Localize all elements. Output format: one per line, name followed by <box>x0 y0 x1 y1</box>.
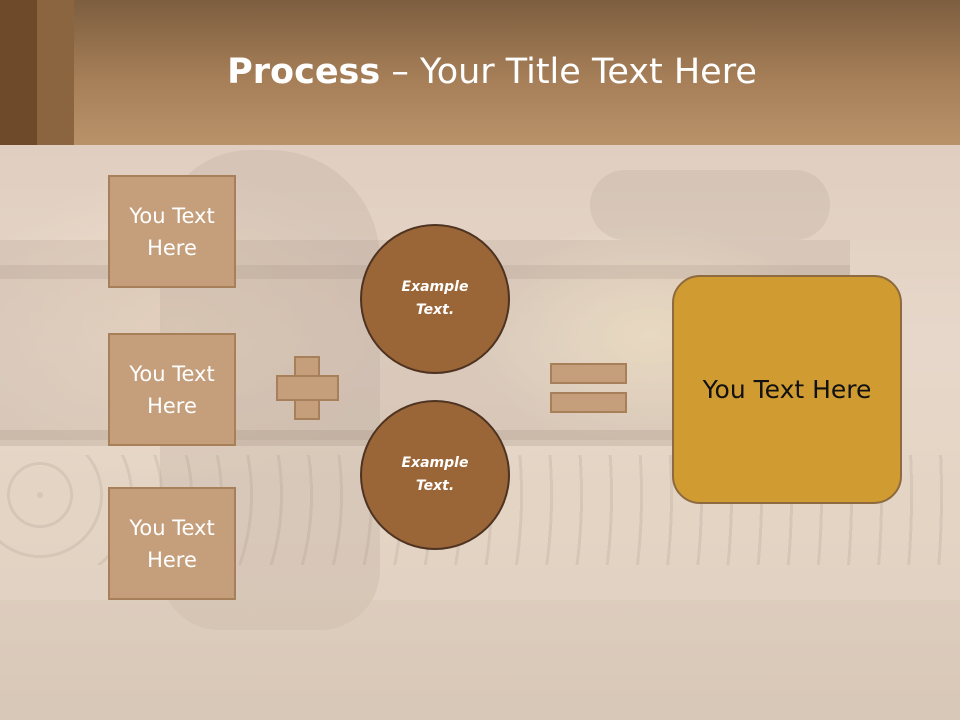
equals-bar-top <box>550 363 627 384</box>
background-leg <box>590 170 830 240</box>
input-box-label: You Text Here <box>129 203 215 260</box>
input-box-3[interactable]: You Text Here <box>108 487 236 600</box>
input-box-1[interactable]: You Text Here <box>108 175 236 288</box>
example-circle-1[interactable]: Example Text. <box>360 224 510 374</box>
result-box[interactable]: You Text Here <box>672 275 902 504</box>
circle-label: Example Text. <box>401 455 469 494</box>
example-circle-2[interactable]: Example Text. <box>360 400 510 550</box>
slide-title[interactable]: Process – Your Title Text Here <box>0 52 960 92</box>
title-bold: Process <box>227 52 381 92</box>
circle-label: Example Text. <box>401 279 469 318</box>
header-bar: Process – Your Title Text Here <box>0 0 960 145</box>
input-box-label: You Text Here <box>129 361 215 418</box>
input-box-2[interactable]: You Text Here <box>108 333 236 446</box>
header-accent-strip <box>0 0 37 145</box>
title-rest: – Your Title Text Here <box>380 52 757 92</box>
plus-sign-center <box>296 377 318 399</box>
header-accent-strip-2 <box>37 0 74 145</box>
background-floor <box>0 600 960 720</box>
result-label: You Text Here <box>702 375 872 404</box>
equals-bar-bottom <box>550 392 627 413</box>
input-box-label: You Text Here <box>129 515 215 572</box>
